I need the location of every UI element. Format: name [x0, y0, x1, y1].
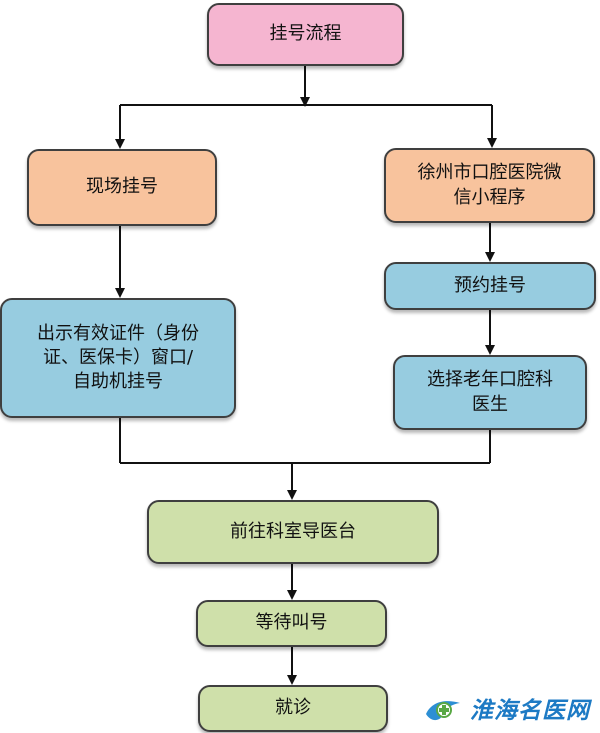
watermark-logo: 淮海名医网	[422, 691, 590, 725]
onsite-registration-node: 现场挂号	[27, 149, 217, 226]
watermark-text: 淮海名医网	[470, 697, 590, 724]
wait-for-call-node: 等待叫号	[196, 600, 387, 647]
medical-cross-logo-icon	[426, 701, 460, 721]
hospital-mini-program-node: 徐州市口腔医院微 信小程序	[384, 148, 595, 223]
go-to-department-desk-node: 前往科室导医台	[147, 500, 439, 564]
medical-visit-node: 就诊	[198, 685, 388, 732]
registration-process-title-node: 挂号流程	[207, 3, 404, 66]
appointment-registration-node: 预约挂号	[384, 262, 596, 310]
present-id-window-node: 出示有效证件（身份 证、医保卡）窗口/ 自助机挂号	[0, 298, 236, 418]
choose-geriatric-dentist-node: 选择老年口腔科 医生	[393, 355, 587, 430]
